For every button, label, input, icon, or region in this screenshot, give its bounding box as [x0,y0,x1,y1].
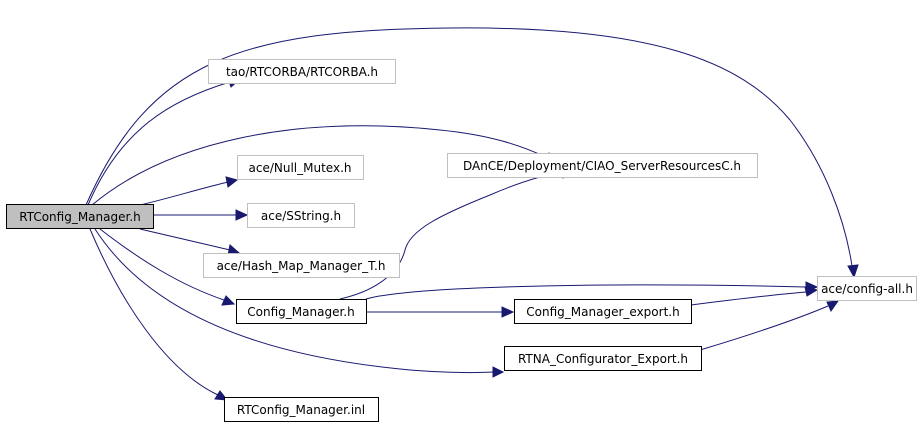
node-label: Config_Manager_export.h [526,305,679,319]
node-tao-rtcorba-h[interactable]: tao/RTCORBA/RTCORBA.h [208,59,396,84]
node-label: RTConfig_Manager.h [19,210,141,224]
edge-rtconfig-to-config-all [85,27,859,279]
node-ace-config-all-h[interactable]: ace/config-all.h [817,276,917,301]
node-ace-sstring-h[interactable]: ace/SString.h [247,203,355,228]
edge-rtna-configurator-export-to-config-all [699,300,840,351]
edge-rtconfig-to-rtcorba [87,77,242,206]
node-ace-hash-map-manager-h[interactable]: ace/Hash_Map_Manager_T.h [203,253,400,278]
edge-rtconfig-to-rtna-configurator-export [94,228,505,378]
node-rtconfig-manager-inl[interactable]: RTConfig_Manager.inl [224,397,379,422]
node-label: ace/Null_Mutex.h [249,161,352,175]
edge-rtconfig-to-config-manager [99,228,236,306]
node-label: Config_Manager.h [247,305,354,319]
node-label: ace/config-all.h [821,282,913,296]
node-label: RTConfig_Manager.inl [237,403,365,417]
edge-rtconfig-to-hash-map-manager [139,228,241,256]
edge-config-manager-to-config-all [365,281,819,300]
edge-rtconfig-to-sstring [154,209,249,221]
node-rtna-configurator-export-h[interactable]: RTNA_Configurator_Export.h [504,346,702,371]
node-rtconfig-manager-h[interactable]: RTConfig_Manager.h [6,204,154,229]
node-ace-null-mutex-h[interactable]: ace/Null_Mutex.h [237,155,364,180]
edge-rtconfig-to-null-mutex [139,176,239,206]
edge-config-manager-export-to-config-all [690,286,819,306]
node-config-manager-h[interactable]: Config_Manager.h [236,299,367,324]
node-dance-ciao-server-resources-h[interactable]: DAnCE/Deployment/CIAO_ServerResourcesC.h [447,153,758,178]
node-label: RTNA_Configurator_Export.h [518,352,688,366]
node-label: ace/Hash_Map_Manager_T.h [217,259,386,273]
node-label: tao/RTCORBA/RTCORBA.h [226,65,378,79]
node-config-manager-export-h[interactable]: Config_Manager_export.h [514,299,692,324]
node-label: DAnCE/Deployment/CIAO_ServerResourcesC.h [463,159,741,173]
edge-config-manager-to-ciao-server-resources [339,167,574,300]
edge-config-manager-to-config-manager-export [366,306,515,318]
node-label: ace/SString.h [261,209,341,223]
